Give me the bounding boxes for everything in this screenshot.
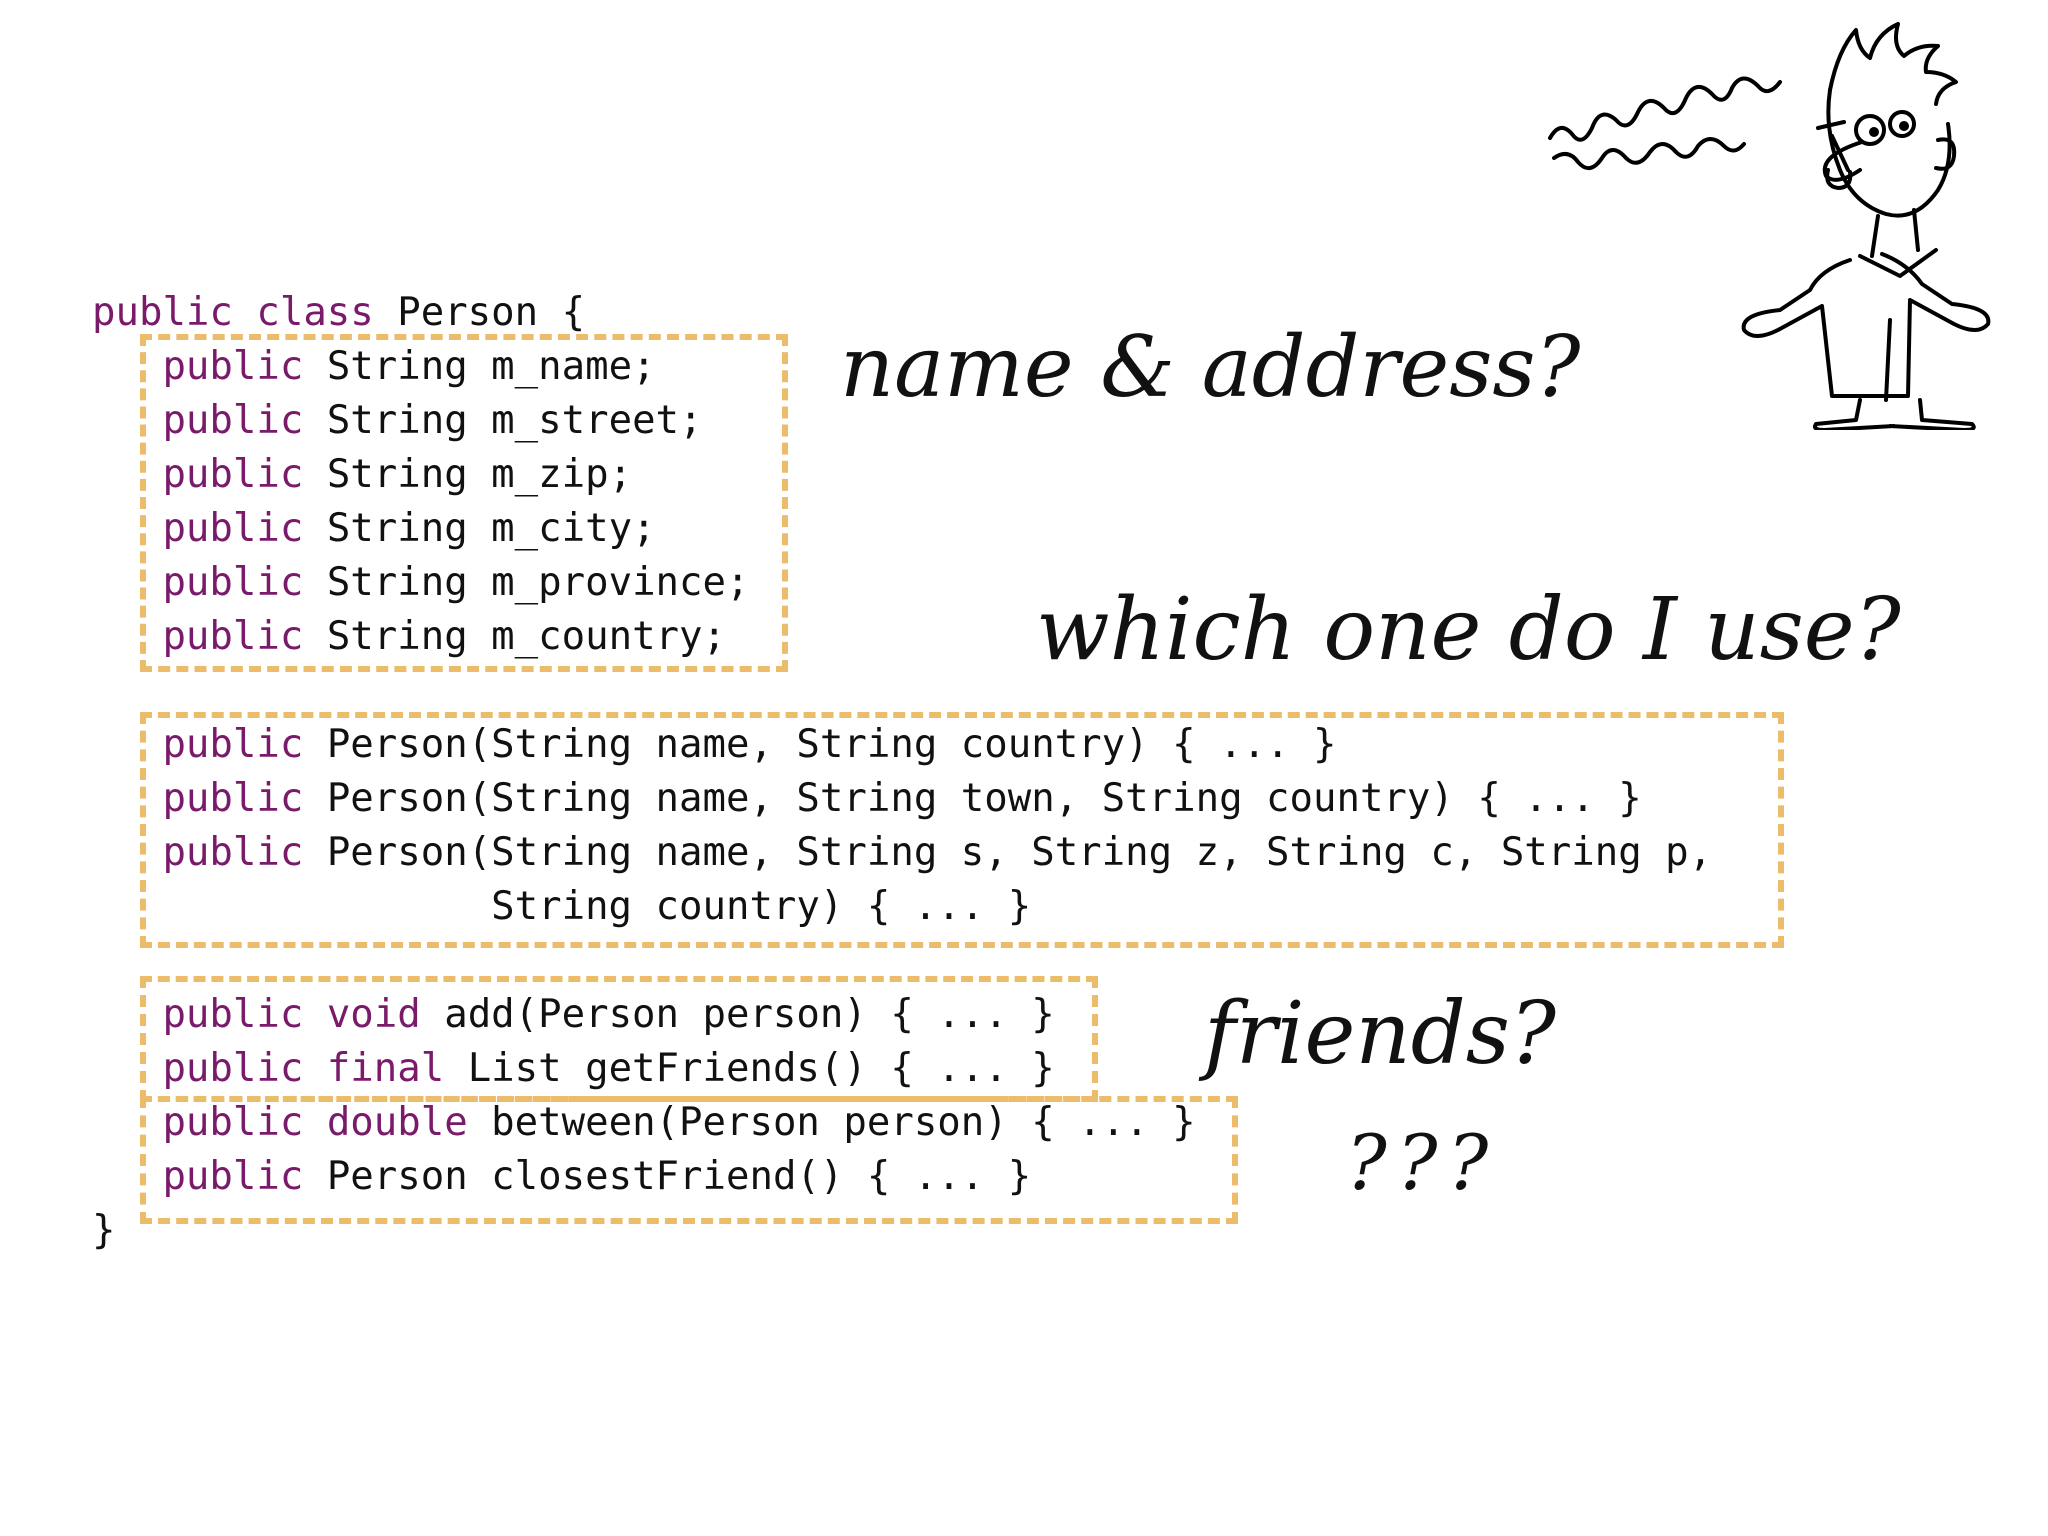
note-question-marks: ??? <box>1346 1118 1499 1207</box>
fields-highlight-box <box>140 334 788 672</box>
code-text: String m_country; <box>303 614 726 659</box>
code-line: public class Person { <box>92 286 1712 340</box>
code-line: public Person(String name, String countr… <box>92 718 1712 772</box>
code-keyword: public <box>162 722 304 767</box>
code-line: public String m_province; <box>92 556 1712 610</box>
code-keyword: public void <box>162 992 421 1037</box>
note-which-one: which one do I use? <box>1036 580 1901 680</box>
code-text: } <box>92 1208 116 1253</box>
note-name-address: name & address? <box>840 318 1581 416</box>
code-listing: public class Person { public String m_na… <box>92 286 1712 1258</box>
code-keyword: public <box>162 398 304 443</box>
code-keyword: public <box>162 506 304 551</box>
code-keyword: public <box>162 452 304 497</box>
friends-methods-highlight-box <box>140 976 1098 1102</box>
code-text: Person closestFriend() { ... } <box>303 1154 1032 1199</box>
code-text: between(Person person) { ... } <box>467 1100 1196 1145</box>
code-line: public String m_zip; <box>92 448 1712 502</box>
code-line: public Person(String name, String s, Str… <box>92 826 1712 880</box>
code-line: public double between(Person person) { .… <box>92 1096 1712 1150</box>
code-keyword: public <box>162 614 304 659</box>
code-text: Person { <box>373 290 586 335</box>
code-line: public String m_city; <box>92 502 1712 556</box>
code-text: String m_province; <box>303 560 750 605</box>
code-keyword: public final <box>162 1046 445 1091</box>
code-text: Person(String name, String s, String z, … <box>303 830 1713 875</box>
code-text: String country) { ... } <box>92 884 1032 929</box>
code-line: String country) { ... } <box>92 880 1712 934</box>
code-line: public String m_street; <box>92 394 1712 448</box>
code-text: List getFriends() { ... } <box>444 1046 1055 1091</box>
code-keyword: public double <box>162 1100 468 1145</box>
code-text: String m_name; <box>303 344 656 389</box>
code-keyword: public class <box>92 290 374 335</box>
code-text: String m_city; <box>303 506 656 551</box>
code-line: } <box>92 1204 1712 1258</box>
code-keyword: public <box>162 1154 304 1199</box>
code-text: Person(String name, String country) { ..… <box>303 722 1337 767</box>
code-keyword: public <box>162 560 304 605</box>
code-line: public final List getFriends() { ... } <box>92 1042 1712 1096</box>
confused-man-cartoon <box>1548 22 1991 430</box>
code-text: Person(String name, String town, String … <box>303 776 1642 821</box>
code-line: public Person(String name, String town, … <box>92 772 1712 826</box>
code-line: public void add(Person person) { ... } <box>92 988 1712 1042</box>
code-line: public String m_name; <box>92 340 1712 394</box>
code-keyword: public <box>162 776 304 821</box>
code-text: String m_zip; <box>303 452 633 497</box>
code-line: public Person closestFriend() { ... } <box>92 1150 1712 1204</box>
code-text: add(Person person) { ... } <box>420 992 1055 1037</box>
code-keyword: public <box>162 830 304 875</box>
distance-methods-highlight-box <box>140 1096 1238 1224</box>
constructors-highlight-box <box>140 712 1784 948</box>
code-keyword: public <box>162 344 304 389</box>
code-text <box>92 668 115 713</box>
code-line: public String m_country; <box>92 610 1712 664</box>
code-text <box>92 938 115 983</box>
code-text: String m_street; <box>303 398 703 443</box>
note-friends: friends? <box>1204 984 1557 1084</box>
